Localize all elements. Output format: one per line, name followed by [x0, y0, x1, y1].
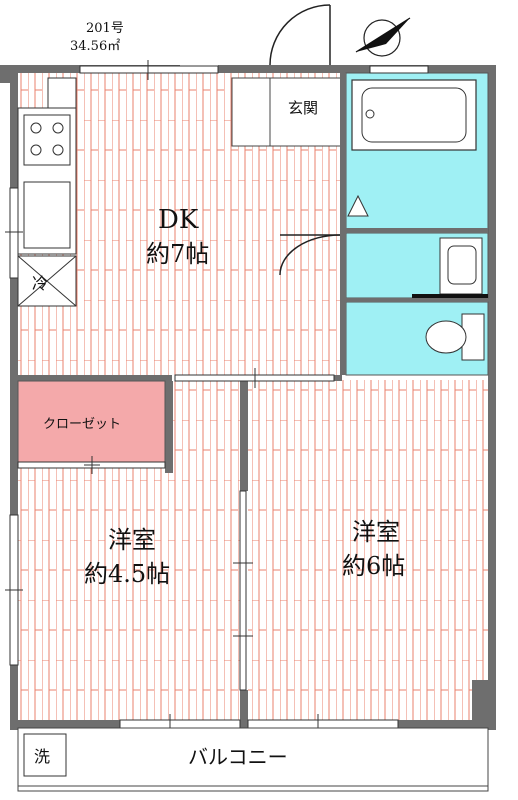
kitchen-sink — [23, 181, 71, 249]
window-bath — [369, 65, 429, 74]
toilet-bowl — [425, 320, 467, 354]
window-top — [79, 60, 219, 80]
balcony-rail — [17, 785, 489, 792]
western-right-size: 約6帖 — [342, 552, 405, 580]
compass-icon — [355, 17, 411, 57]
balcony-label: バルコニー — [188, 745, 288, 769]
room-partition-door — [233, 490, 253, 691]
stove — [23, 114, 71, 166]
entrance-door — [269, 4, 331, 66]
western-right-name: 洋室 — [352, 518, 400, 546]
dk-sliding-door — [174, 368, 335, 388]
unit-area: 34.56㎡ — [70, 39, 120, 54]
balcony — [17, 727, 489, 787]
closet-label: クローゼット — [43, 417, 121, 432]
closet — [17, 380, 166, 464]
wet-walls — [340, 73, 488, 375]
refrigerator-cross — [17, 255, 77, 307]
entrance-floor — [269, 77, 343, 147]
western-right-floor — [248, 380, 488, 720]
western-left-size: 約4.5帖 — [84, 560, 170, 588]
entrance-label: 玄関 — [288, 99, 318, 117]
washer-space — [23, 733, 67, 777]
interior-walls — [18, 375, 488, 720]
refrigerator-label: 冷 — [32, 274, 48, 293]
closet-sliding-door — [17, 456, 166, 474]
sink-basin — [447, 245, 477, 285]
washer-label: 洗 — [34, 747, 50, 766]
kitchen-upper — [47, 77, 77, 109]
dk-size: 約7帖 — [146, 240, 209, 268]
window-kitchen — [5, 187, 23, 279]
shoe-cabinet — [231, 77, 271, 147]
washroom-door — [279, 234, 341, 276]
bathtub-inner — [361, 87, 467, 143]
unit-number: 201号 — [86, 21, 124, 36]
western-left-name: 洋室 — [108, 526, 156, 554]
bath-door-marker — [347, 194, 369, 217]
bathtub-drain — [365, 109, 375, 119]
window-left-room — [5, 514, 23, 666]
dk-name: DK — [158, 205, 199, 235]
